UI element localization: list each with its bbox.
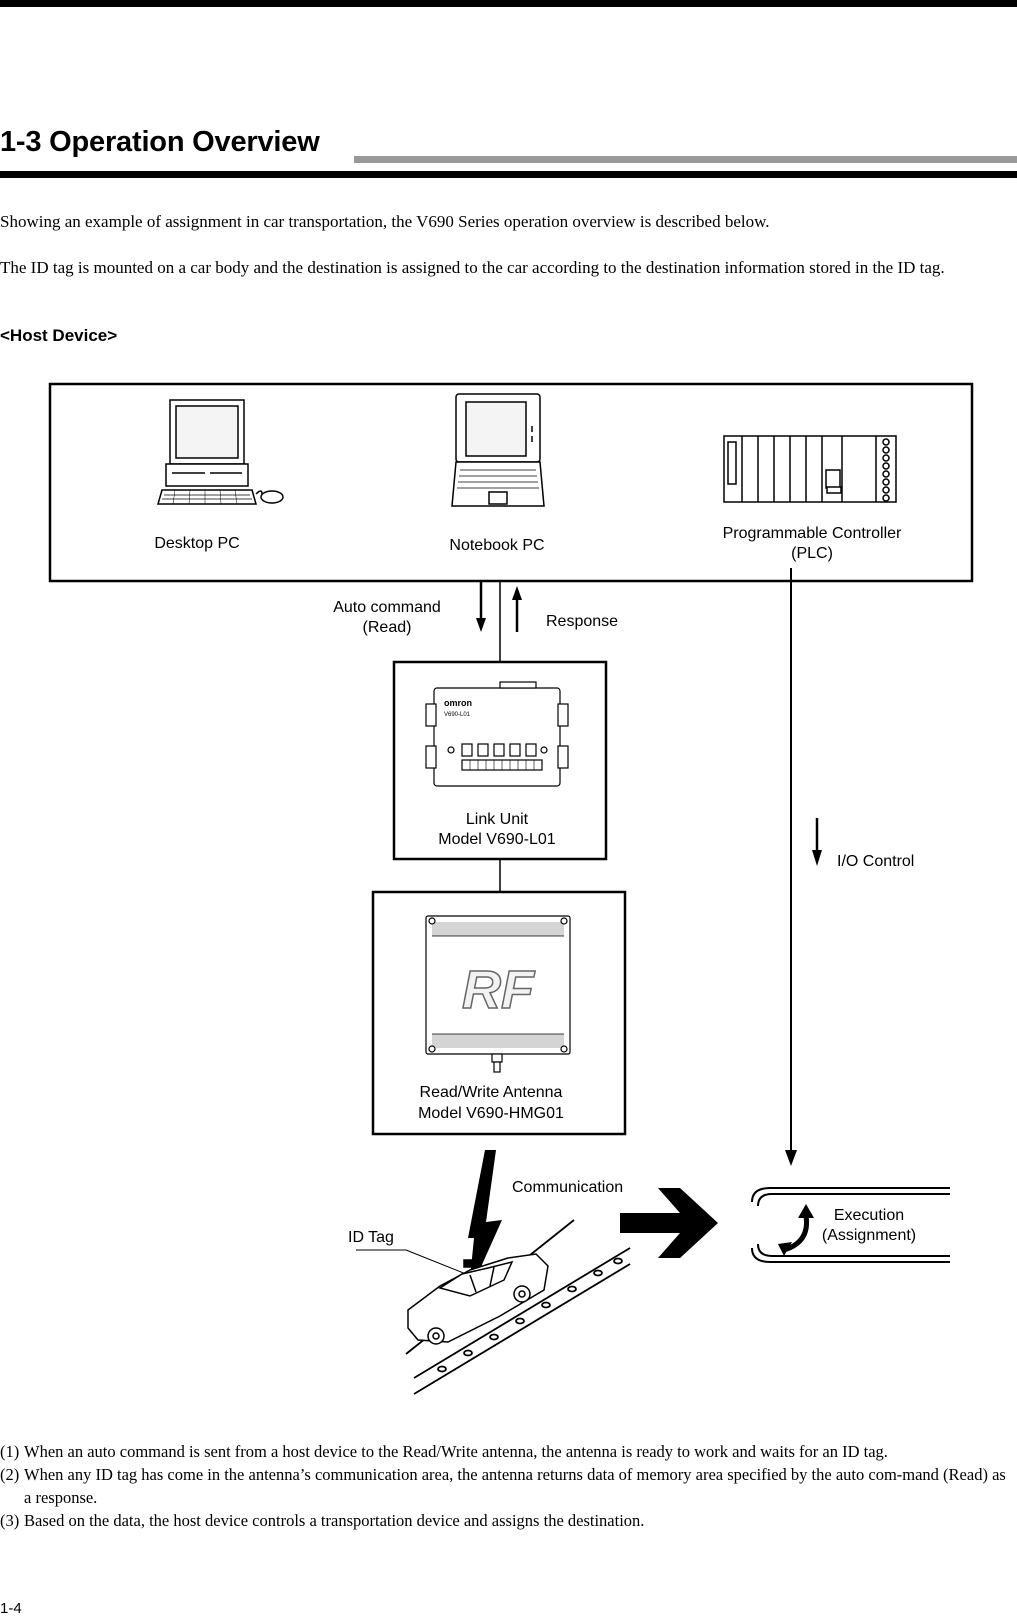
antenna-device-icon xyxy=(425,915,571,1073)
host-device-box xyxy=(48,382,974,583)
io-control-label: I/O Control xyxy=(837,853,914,870)
io-control-arrows xyxy=(785,568,822,1166)
intro-paragraph-1: Showing an example of assignment in car … xyxy=(0,212,770,231)
notebook-pc-icon xyxy=(451,393,545,507)
car-icon xyxy=(407,1253,549,1345)
communication-bolt xyxy=(468,1150,502,1278)
note-number: (1) xyxy=(0,1442,20,1461)
link-unit-model-print: V690-L01 xyxy=(444,712,471,718)
auto-command-label-line-2: (Read) xyxy=(363,619,412,636)
antenna-label-line-1: Read/Write Antenna xyxy=(420,1084,563,1101)
title-gray-rule xyxy=(354,156,1017,163)
operation-diagram: Desktop PC Notebook PC Pro xyxy=(48,382,974,1395)
note-text: When any ID tag has come in the antenna’… xyxy=(24,1465,1006,1507)
id-tag-label: ID Tag xyxy=(348,1229,394,1246)
desktop-pc-icon xyxy=(157,399,284,505)
id-tag-pointer-line xyxy=(405,1249,467,1275)
note-text: Based on the data, the host device contr… xyxy=(24,1511,645,1530)
auto-command-arrow xyxy=(476,582,486,632)
page-number: 1-4 xyxy=(0,1600,22,1617)
execution-label-line-1: Execution xyxy=(834,1207,904,1224)
antenna-box xyxy=(371,890,627,1136)
note-text: When an auto command is sent from a host… xyxy=(24,1442,888,1461)
top-rule xyxy=(0,0,1017,7)
notes-list: (1) When an auto command is sent from a … xyxy=(0,1440,1017,1532)
desktop-pc-label: Desktop PC xyxy=(154,535,239,552)
execution-label-line-2: (Assignment) xyxy=(822,1227,916,1244)
host-device-subheading: <Host Device> xyxy=(0,326,118,345)
note-item: (2) When any ID tag has come in the ante… xyxy=(0,1463,1017,1509)
link-unit-label-line-1: Link Unit xyxy=(466,811,529,828)
antenna-rf-logo: RF xyxy=(462,960,536,1020)
link-unit-device-icon xyxy=(425,681,569,787)
execution-lanes-icon xyxy=(751,1187,950,1263)
section-title: 1-3 Operation Overview xyxy=(0,126,320,158)
execution-arrow xyxy=(620,1188,718,1258)
antenna-label-line-2: Model V690-HMG01 xyxy=(418,1105,564,1122)
note-item: (1) When an auto command is sent from a … xyxy=(0,1440,1017,1463)
plc-label-line-1: Programmable Controller xyxy=(723,525,902,542)
intro-paragraph-2: The ID tag is mounted on a car body and … xyxy=(0,258,945,277)
auto-command-label-line-1: Auto command xyxy=(333,599,441,616)
response-label: Response xyxy=(546,613,618,630)
note-number: (3) xyxy=(0,1511,20,1530)
note-number: (2) xyxy=(0,1465,20,1484)
title-black-rule xyxy=(0,171,1017,178)
plc-label-line-2: (PLC) xyxy=(791,545,833,562)
plc-icon xyxy=(723,435,897,503)
link-unit-label-line-2: Model V690-L01 xyxy=(438,831,556,848)
response-arrow xyxy=(512,586,522,632)
notebook-pc-label: Notebook PC xyxy=(449,537,544,554)
communication-label: Communication xyxy=(512,1179,623,1196)
link-unit-brand: omron xyxy=(444,698,472,708)
note-item: (3) Based on the data, the host device c… xyxy=(0,1509,1017,1532)
